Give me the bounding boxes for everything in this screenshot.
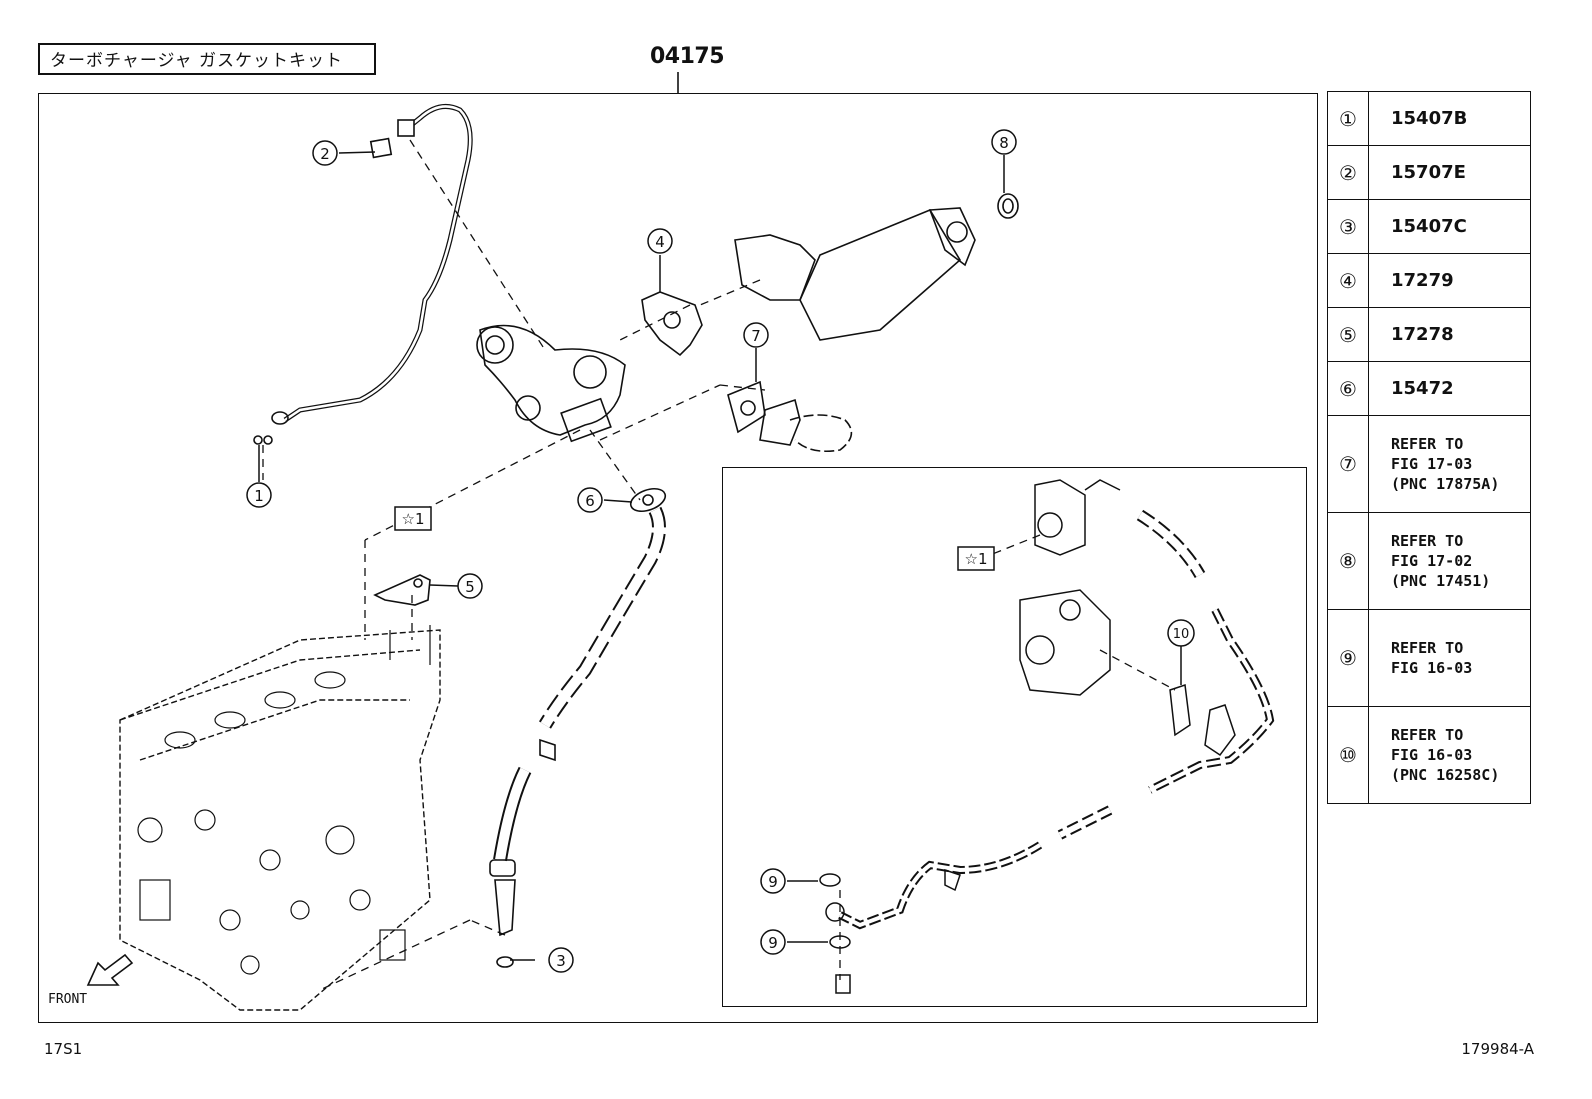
callout-7: 7 bbox=[751, 327, 761, 345]
legend-index: ⑨ bbox=[1327, 609, 1369, 707]
callout-6: 6 bbox=[585, 492, 595, 510]
legend-index: ③ bbox=[1327, 199, 1369, 254]
legend-part-number[interactable]: 17279 bbox=[1368, 253, 1531, 308]
legend-index: ⑧ bbox=[1327, 512, 1369, 610]
callout-1: 1 bbox=[254, 487, 264, 505]
kit-title-box: ターボチャージャ ガスケットキット bbox=[38, 43, 376, 75]
legend-row: ⑧ REFER TO FIG 17-02 (PNC 17451) bbox=[1327, 512, 1531, 610]
legend-index: ⑥ bbox=[1327, 361, 1369, 416]
callout-10: 10 bbox=[1173, 627, 1190, 642]
kit-number: 04175 bbox=[650, 44, 725, 69]
legend-part-number[interactable]: 15407B bbox=[1368, 91, 1531, 146]
legend-part-number[interactable]: 15407C bbox=[1368, 199, 1531, 254]
legend-reference[interactable]: REFER TO FIG 16-03 (PNC 16258C) bbox=[1368, 706, 1531, 804]
legend-part-number[interactable]: 17278 bbox=[1368, 307, 1531, 362]
inset-diagram-frame bbox=[722, 467, 1307, 1007]
figure-code: 17S1 bbox=[44, 1040, 83, 1058]
part-number-legend: ① 15407B ② 15707E ③ 15407C ④ 17279 ⑤ 172… bbox=[1327, 91, 1531, 804]
legend-row: ② 15707E bbox=[1327, 145, 1531, 200]
callout-star-main: ☆1 bbox=[402, 510, 425, 528]
callout-4: 4 bbox=[655, 233, 665, 251]
callout-star-inset: ☆1 bbox=[965, 550, 988, 568]
kit-name: ターボチャージャ ガスケットキット bbox=[50, 51, 344, 71]
callout-9-lower: 9 bbox=[768, 934, 778, 952]
illustration-id: 179984-A bbox=[1461, 1040, 1534, 1058]
legend-row: ⑦ REFER TO FIG 17-03 (PNC 17875A) bbox=[1327, 415, 1531, 513]
legend-row: ⑤ 17278 bbox=[1327, 307, 1531, 362]
legend-reference[interactable]: REFER TO FIG 16-03 bbox=[1368, 609, 1531, 707]
legend-row: ① 15407B bbox=[1327, 91, 1531, 146]
legend-reference[interactable]: REFER TO FIG 17-03 (PNC 17875A) bbox=[1368, 415, 1531, 513]
legend-row: ③ 15407C bbox=[1327, 199, 1531, 254]
legend-index: ⑦ bbox=[1327, 415, 1369, 513]
callout-8: 8 bbox=[999, 134, 1009, 152]
legend-index: ② bbox=[1327, 145, 1369, 200]
callout-3: 3 bbox=[556, 952, 566, 970]
callout-2: 2 bbox=[320, 145, 330, 163]
legend-row: ⑥ 15472 bbox=[1327, 361, 1531, 416]
legend-row: ⑨ REFER TO FIG 16-03 bbox=[1327, 609, 1531, 707]
callout-9-upper: 9 bbox=[768, 873, 778, 891]
main-diagram-frame bbox=[38, 93, 1318, 1023]
legend-index: ⑤ bbox=[1327, 307, 1369, 362]
legend-index: ④ bbox=[1327, 253, 1369, 308]
callout-5: 5 bbox=[465, 578, 475, 596]
legend-part-number[interactable]: 15707E bbox=[1368, 145, 1531, 200]
legend-part-number[interactable]: 15472 bbox=[1368, 361, 1531, 416]
legend-row: ⑩ REFER TO FIG 16-03 (PNC 16258C) bbox=[1327, 706, 1531, 804]
legend-index: ① bbox=[1327, 91, 1369, 146]
front-direction-label: FRONT bbox=[48, 992, 88, 1007]
legend-row: ④ 17279 bbox=[1327, 253, 1531, 308]
legend-index: ⑩ bbox=[1327, 706, 1369, 804]
legend-reference[interactable]: REFER TO FIG 17-02 (PNC 17451) bbox=[1368, 512, 1531, 610]
